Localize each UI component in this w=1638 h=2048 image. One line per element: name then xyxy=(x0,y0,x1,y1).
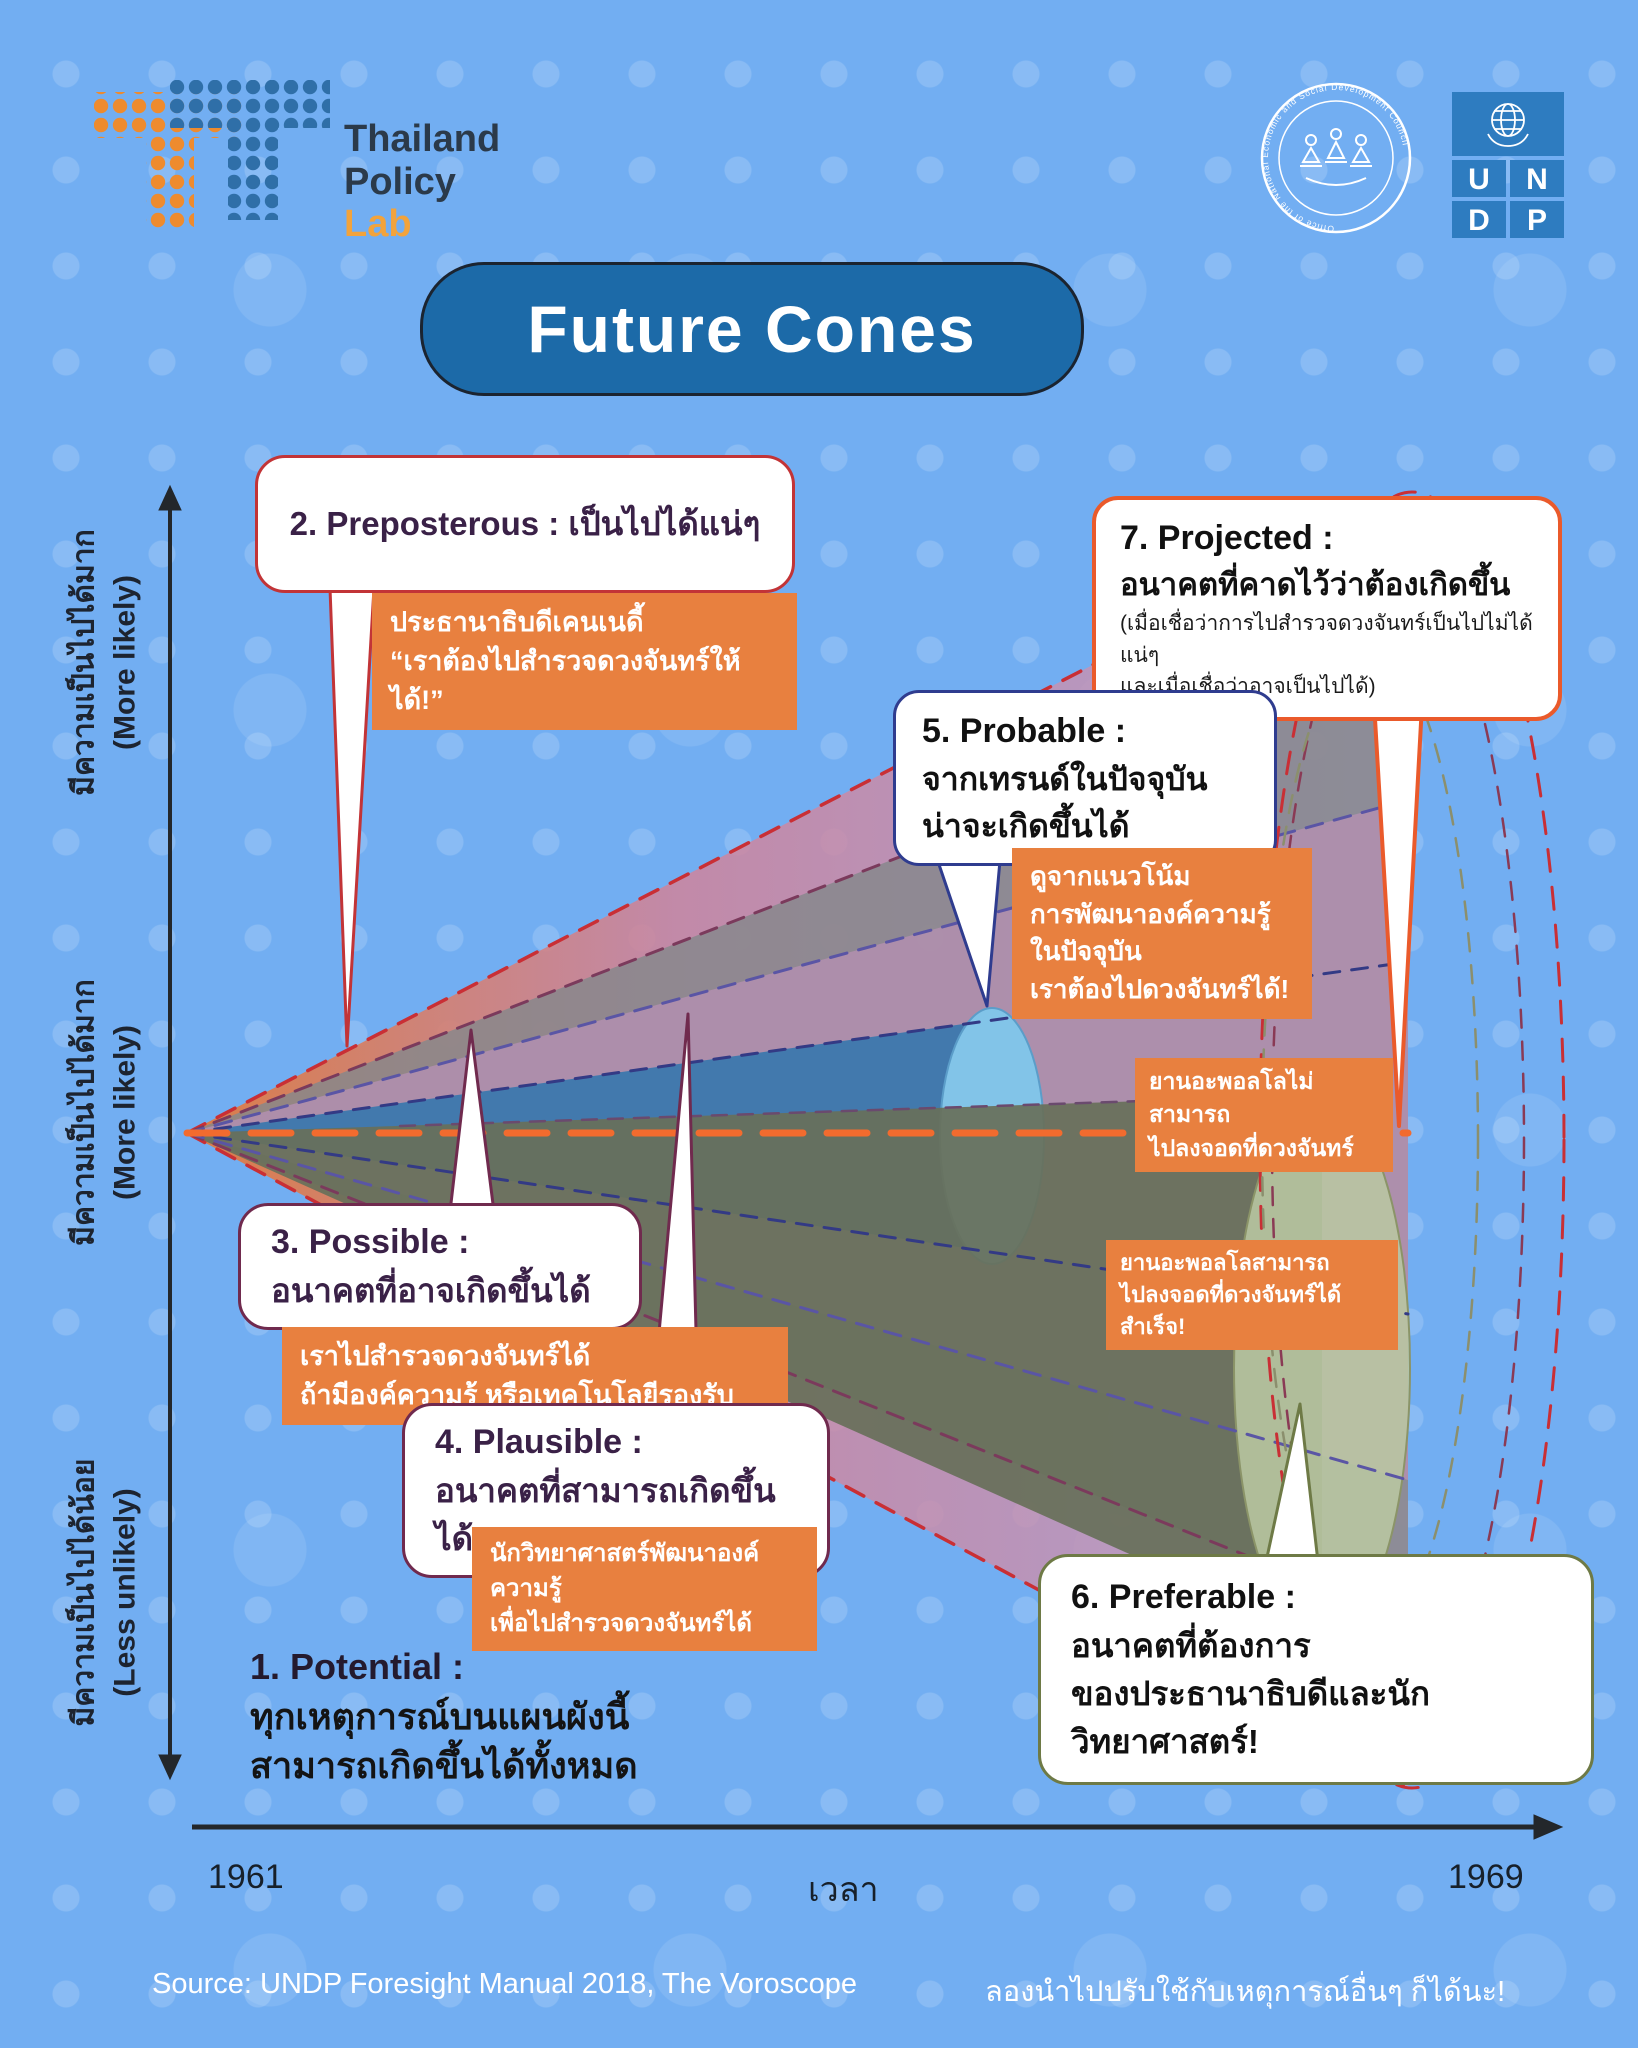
x-axis-arrow-right xyxy=(1533,1814,1564,1840)
page-title: Future Cones xyxy=(420,262,1084,396)
callout-possible-title: 3. Possible : xyxy=(271,1223,470,1261)
y-label-top: มีความเป็นไปได้มาก (More likely) xyxy=(65,433,146,893)
undp-letter-p: P xyxy=(1527,204,1547,237)
callout-preferable: 6. Preferable : อนาคตที่ต้องการ ของประธา… xyxy=(1038,1554,1594,1785)
pointer-preposterous xyxy=(328,586,376,1048)
callout-probable-line2: น่าจะเกิดขึ้นได้ xyxy=(922,807,1130,844)
seal-figures xyxy=(1300,128,1372,186)
y-label-mid-en: (More likely) xyxy=(108,1024,141,1201)
y-label-bottom-en: (Less unlikely) xyxy=(108,1488,141,1697)
callout-potential-line2: สามารถเกิดขึ้นได้ทั้งหมด xyxy=(250,1745,638,1787)
event-fail-line1: ยานอะพอลโลไม่สามารถ xyxy=(1149,1068,1314,1128)
nesdc-seal: Office of the National Economic and Soci… xyxy=(1260,82,1412,234)
page-title-text: Future Cones xyxy=(527,292,977,366)
callout-probable-note: ดูจากแนวโน้ม การพัฒนาองค์ความรู้ ในปัจจุ… xyxy=(1012,848,1312,1019)
undp-logo: U N D P xyxy=(1452,92,1564,238)
axes xyxy=(158,484,1564,1840)
callout-preposterous: 2. Preposterous : เป็นไปได้แน่ๆ xyxy=(255,455,795,593)
event-apollo-fail: ยานอะพอลโลไม่สามารถ ไปลงจอดที่ดวงจันทร์ xyxy=(1135,1058,1393,1173)
callout-preferable-title: 6. Preferable : xyxy=(1071,1578,1296,1616)
logo-line-2: Policy xyxy=(344,160,456,203)
edge-probable-top xyxy=(185,960,1410,1135)
footer-source: Source: UNDP Foresight Manual 2018, The … xyxy=(152,1968,857,2000)
callout-preferable-line2: ของประธานาธิบดีและนักวิทยาศาสตร์! xyxy=(1071,1675,1430,1760)
callout-preposterous-note: ประธานาธิบดีเคนเนดี้ “เราต้องไปสำรวจดวงจ… xyxy=(372,593,797,731)
callout-probable-title: 5. Probable : xyxy=(922,712,1127,750)
probable-note-line4: เราต้องไปดวงจันทร์ได้! xyxy=(1030,974,1290,1005)
callout-potential: 1. Potential : ทุกเหตุการณ์บนแผนผังนี้ ส… xyxy=(250,1642,638,1791)
callout-possible: 3. Possible : อนาคตที่อาจเกิดขึ้นได้ xyxy=(238,1203,642,1331)
event-fail-line2: ไปลงจอดที่ดวงจันทร์ xyxy=(1149,1134,1354,1161)
plausible-note-line2: เพื่อไปสำรวจดวงจันทร์ได้ xyxy=(490,1609,752,1637)
un-emblem-icon xyxy=(1487,103,1529,147)
callout-potential-line1: ทุกเหตุการณ์บนแผนผังนี้ xyxy=(250,1695,630,1737)
callout-possible-subtitle: อนาคตที่อาจเกิดขึ้นได้ xyxy=(271,1272,591,1310)
event-apollo-success: ยานอะพอลโลสามารถ ไปลงจอดที่ดวงจันทร์ได้ส… xyxy=(1106,1240,1398,1350)
callout-projected-small1: (เมื่อเชื่อว่าการไปสำรวจดวงจันทร์เป็นไปไ… xyxy=(1120,612,1533,667)
y-axis-arrow-down xyxy=(158,1754,182,1781)
edge-preposterous-top xyxy=(185,500,1410,1135)
probable-note-line1: ดูจากแนวโน้ม xyxy=(1030,861,1191,891)
y-label-top-thai: มีความเป็นไปได้มาก xyxy=(67,529,101,796)
preposterous-note-line1: ประธานาธิบดีเคนเนดี้ xyxy=(390,607,644,637)
callout-preferable-line1: อนาคตที่ต้องการ xyxy=(1071,1627,1311,1665)
callout-projected-title: 7. Projected : xyxy=(1120,519,1334,557)
undp-letter-d: D xyxy=(1468,204,1490,237)
x-axis-start-year: 1961 xyxy=(208,1858,284,1896)
callout-plausible-subtitle: อนาคตที่สามารถเกิดขึ้นได้ xyxy=(435,1472,776,1558)
x-axis-end-year: 1969 xyxy=(1448,1858,1524,1896)
preposterous-note-line2: “เราต้องไปสำรวจดวงจันทร์ให้ได้!” xyxy=(390,646,741,716)
callout-probable: 5. Probable : จากเทรนด์ในปัจจุบัน น่าจะเ… xyxy=(893,690,1277,867)
callout-projected: 7. Projected : อนาคตที่คาดไว้ว่าต้องเกิด… xyxy=(1092,496,1562,721)
y-label-top-en: (More likely) xyxy=(108,574,141,751)
logo-wordmark: Thailand Policy Lab xyxy=(344,118,500,246)
undp-letter-n: N xyxy=(1526,163,1548,196)
plausible-note-line1: นักวิทยาศาสตร์พัฒนาองค์ความรู้ xyxy=(490,1540,760,1602)
edge-plausible-bottom xyxy=(185,1131,1410,1482)
y-label-bottom: มีความเป็นไปได้น้อย (Less unlikely) xyxy=(65,1363,146,1823)
callout-plausible-note: นักวิทยาศาสตร์พัฒนาองค์ความรู้ เพื่อไปสำ… xyxy=(472,1527,817,1652)
undp-letter-u: U xyxy=(1468,163,1490,196)
y-label-mid-thai: มีความเป็นไปได้มาก xyxy=(67,979,101,1246)
logo-line-3: Lab xyxy=(344,203,412,246)
callout-potential-title: 1. Potential : xyxy=(250,1646,465,1687)
footer-note: ลองนำไปปรับใช้กับเหตุการณ์อื่นๆ ก็ได้นะ! xyxy=(985,1976,1506,2008)
logo-line-1: Thailand xyxy=(344,118,501,160)
thailand-policy-lab-logo xyxy=(94,80,330,228)
probable-note-line2: การพัฒนาองค์ความรู้ xyxy=(1030,898,1271,929)
x-axis-time-label: เวลา xyxy=(808,1871,879,1909)
event-success-line1: ยานอะพอลโลสามารถ xyxy=(1120,1250,1330,1275)
callout-probable-line1: จากเทรนด์ในปัจจุบัน xyxy=(922,761,1208,798)
callout-preposterous-title: 2. Preposterous : เป็นไปได้แน่ๆ xyxy=(289,505,761,543)
event-success-line2: ไปลงจอดที่ดวงจันทร์ได้สำเร็จ! xyxy=(1120,1281,1342,1339)
probable-note-line3: ในปัจจุบัน xyxy=(1030,936,1142,967)
possible-note-line1: เราไปสำรวจดวงจันทร์ได้ xyxy=(300,1341,591,1371)
callout-plausible-title: 4. Plausible : xyxy=(435,1423,643,1461)
logo-blue-t xyxy=(170,80,330,220)
callout-projected-subtitle: อนาคตที่คาดไว้ว่าต้องเกิดขึ้น xyxy=(1120,567,1511,603)
y-label-bottom-thai: มีความเป็นไปได้น้อย xyxy=(67,1458,101,1727)
y-label-mid: มีความเป็นไปได้มาก (More likely) xyxy=(65,883,146,1343)
edge-probable-bottom xyxy=(185,1131,1410,1316)
y-axis-arrow-up xyxy=(158,484,182,511)
